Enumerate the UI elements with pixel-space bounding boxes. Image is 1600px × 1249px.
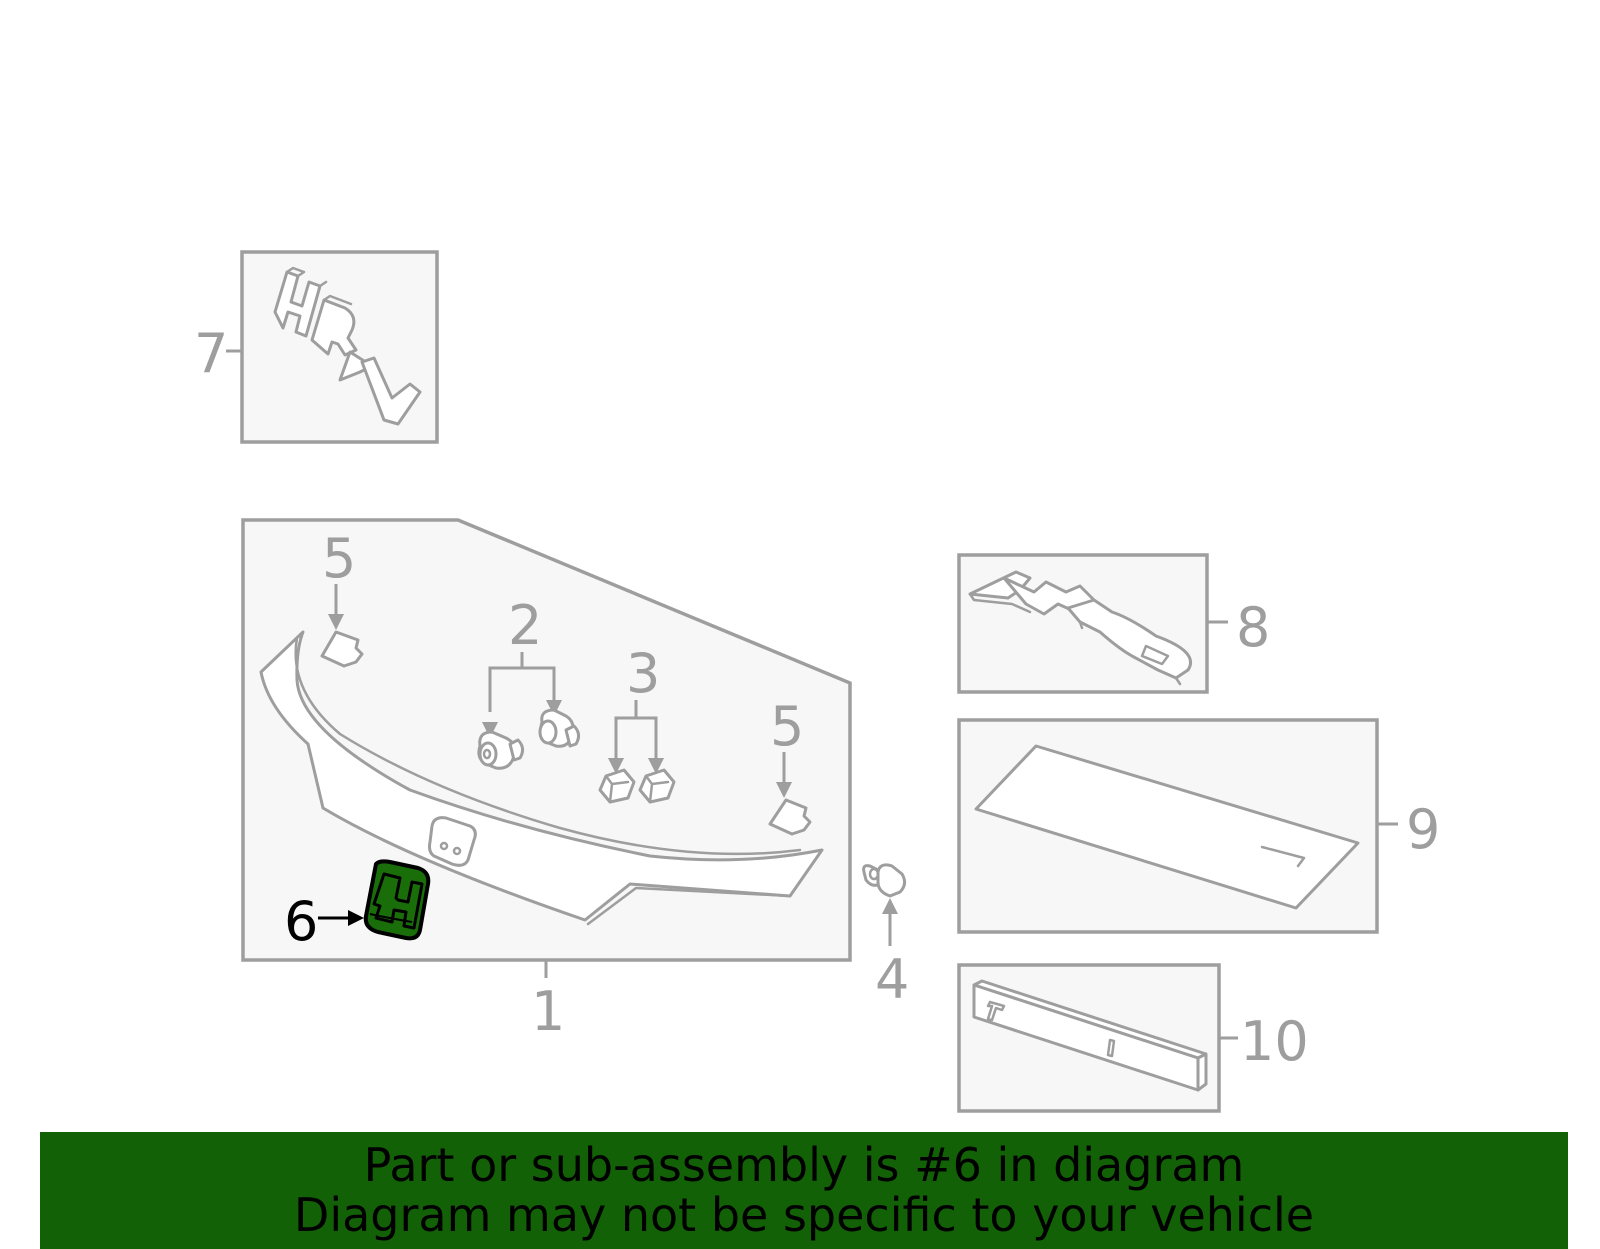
part-9-group[interactable]: 9 bbox=[957, 718, 1440, 934]
part-9-film bbox=[974, 744, 1360, 910]
part-7-group[interactable]: 7 bbox=[194, 250, 439, 444]
part-8-group[interactable]: 8 bbox=[957, 553, 1270, 694]
part-5-clip-left[interactable]: 5 bbox=[320, 527, 364, 668]
part-8-awd-emblem bbox=[968, 570, 1192, 686]
part-1-garnish bbox=[259, 630, 824, 922]
callout-7[interactable]: 7 bbox=[194, 322, 228, 385]
callout-6[interactable]: 6 bbox=[284, 890, 318, 953]
callout-4[interactable]: 4 bbox=[875, 948, 909, 1011]
part-10-strip bbox=[972, 979, 1208, 1092]
callout-8[interactable]: 8 bbox=[1236, 596, 1270, 659]
callout-10[interactable]: 10 bbox=[1240, 1010, 1309, 1073]
banner-line-1: Part or sub-assembly is #6 in diagram bbox=[363, 1138, 1245, 1192]
part-3-nuts[interactable]: 3 bbox=[598, 642, 676, 804]
part-7-hrv-emblem bbox=[273, 266, 422, 426]
part-1-group[interactable]: 5 5 2 bbox=[241, 518, 852, 1043]
callout-3[interactable]: 3 bbox=[626, 642, 660, 705]
part-2-grommets[interactable]: 2 bbox=[477, 594, 581, 770]
part-6-group[interactable]: 6 bbox=[284, 859, 431, 953]
part-5-clip-right[interactable]: 5 bbox=[768, 695, 812, 836]
callout-5-left[interactable]: 5 bbox=[322, 527, 356, 590]
callout-5-right[interactable]: 5 bbox=[770, 695, 804, 758]
part-1-emblem-mount bbox=[428, 816, 477, 867]
part-4-clip bbox=[862, 863, 907, 898]
callout-9[interactable]: 9 bbox=[1406, 798, 1440, 861]
callout-1[interactable]: 1 bbox=[531, 980, 565, 1043]
part-10-group[interactable]: 10 bbox=[957, 963, 1309, 1113]
info-banner: Part or sub-assembly is #6 in diagram Di… bbox=[40, 1132, 1568, 1249]
part-4-group[interactable]: 4 bbox=[862, 863, 910, 1011]
callout-2[interactable]: 2 bbox=[508, 594, 542, 657]
banner-line-2: Diagram may not be specific to your vehi… bbox=[293, 1188, 1315, 1242]
